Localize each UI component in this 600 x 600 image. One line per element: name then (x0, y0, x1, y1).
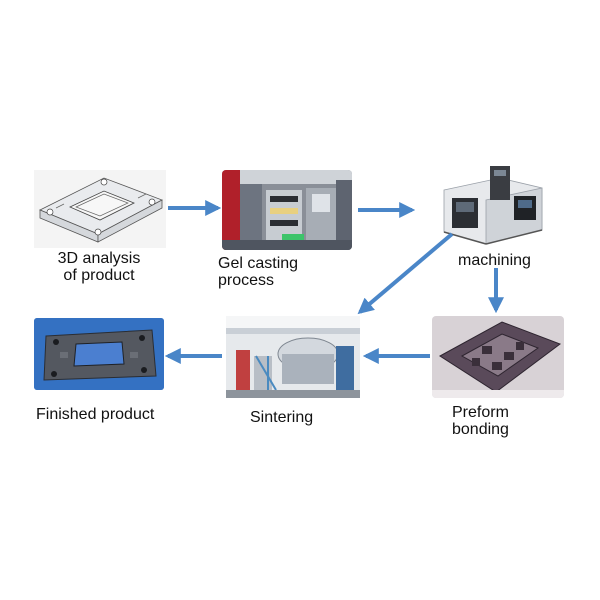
cad-model-image (34, 170, 166, 248)
step-label-machining: machining (458, 252, 531, 269)
cnc-machine-image (430, 160, 550, 246)
step-label-3d-analysis: 3D analysis of product (57, 250, 141, 284)
step-label-gel-casting: Gel casting process (218, 255, 299, 289)
preform-bonding-image (432, 316, 564, 398)
sintering-image (226, 316, 360, 398)
step-label-preform-bonding: Preform bonding (452, 404, 509, 438)
gel-casting-image (222, 170, 352, 250)
step-label-sintering: Sintering (250, 409, 314, 426)
finished-product-image (34, 318, 164, 390)
step-label-finished-product: Finished product (36, 406, 155, 423)
